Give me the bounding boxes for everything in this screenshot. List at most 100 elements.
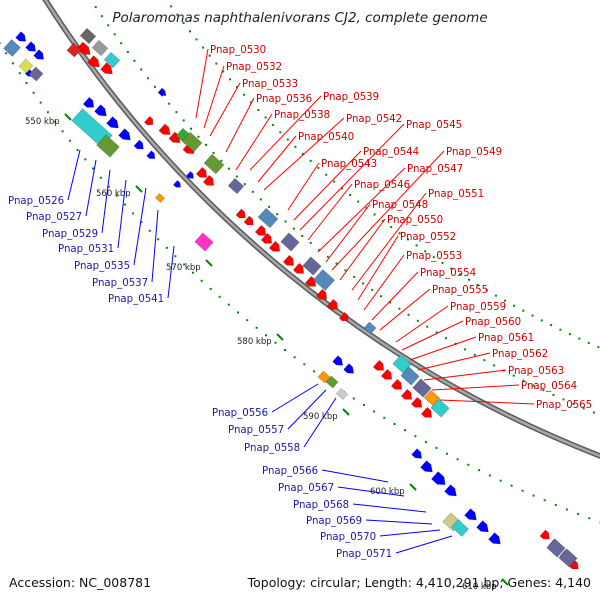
reverse-gene-label: Pnap_0557: [228, 425, 284, 436]
tick-dot: [99, 176, 102, 179]
forward-gene-arrow: [315, 288, 328, 300]
feature-box: [154, 193, 166, 203]
tick-dot: [531, 314, 534, 317]
tick-dot: [510, 484, 513, 487]
reverse-gene-arrow: [15, 31, 27, 42]
forward-gene-label: Pnap_0560: [465, 317, 521, 328]
forward-gene-label: Pnap_0565: [536, 400, 592, 411]
reverse-gene-arrow: [431, 471, 446, 485]
tick-dot: [191, 271, 194, 274]
feature-box: [194, 232, 214, 252]
tick-dot: [32, 91, 35, 94]
tick-dot: [309, 241, 312, 244]
tick-dot: [165, 246, 168, 249]
feature-box: [28, 66, 44, 82]
scale-tick: [135, 185, 143, 193]
reverse-gene-label: Pnap_0537: [92, 278, 148, 289]
reverse-gene-arrow: [332, 355, 344, 366]
tick-dot: [235, 175, 238, 178]
reverse-gene-label: Pnap_0569: [306, 516, 362, 527]
tick-dot: [435, 446, 438, 449]
forward-gene-arrow: [338, 311, 349, 322]
reverse-gene-label: Pnap_0527: [26, 212, 82, 223]
tick-dot: [521, 489, 524, 492]
forward-label-connector: [257, 135, 297, 183]
forward-gene-arrow: [158, 123, 171, 135]
tick-dot: [592, 411, 595, 414]
tick-dot: [559, 328, 562, 331]
scale-label: 590 kbp: [303, 412, 338, 422]
tick-dot: [488, 474, 491, 477]
genome-backbone-highlight: [44, 0, 600, 458]
reverse-label-connector: [395, 535, 453, 554]
reverse-gene-arrow: [185, 171, 194, 179]
tick-dot: [587, 341, 590, 344]
tick-dot: [243, 93, 246, 96]
tick-dot: [257, 109, 260, 111]
reverse-gene-label: Pnap_0556: [212, 408, 268, 419]
reverse-gene-arrow: [118, 128, 131, 141]
tick-dot: [228, 167, 230, 170]
tick-dot: [190, 127, 192, 130]
tick-dot: [435, 331, 438, 334]
forward-gene-label: Pnap_0559: [450, 302, 506, 313]
tick-dot: [313, 370, 316, 373]
tick-dot: [92, 167, 94, 170]
tick-dot: [499, 479, 502, 482]
forward-label-connector: [363, 254, 405, 311]
tick-dot: [578, 337, 581, 340]
tick-dot: [276, 213, 279, 216]
forward-label-connector: [395, 305, 449, 343]
tick-dot: [133, 59, 136, 62]
feature-box: [546, 538, 566, 558]
scale-label: 560 kbp: [96, 189, 131, 199]
forward-label-connector: [339, 218, 386, 281]
feature-box: [181, 131, 203, 153]
forward-gene-label: Pnap_0555: [432, 285, 488, 296]
reverse-gene-arrow: [94, 104, 107, 117]
reverse-gene-arrow: [411, 448, 423, 459]
forward-label-connector: [195, 48, 209, 119]
feature-box: [79, 27, 97, 45]
tick-dot: [205, 143, 207, 146]
forward-gene-arrow: [87, 55, 100, 68]
tick-dot: [398, 232, 401, 235]
forward-gene-label: Pnap_0564: [521, 381, 577, 392]
tick-dot: [582, 407, 585, 410]
tick-dot: [532, 384, 535, 387]
tick-dot: [309, 159, 312, 162]
tick-dot: [176, 13, 179, 16]
forward-gene-label: Pnap_0530: [210, 45, 266, 56]
tick-dot: [236, 86, 238, 89]
tick-dot: [485, 289, 488, 292]
tick-dot: [294, 145, 297, 148]
forward-label-connector: [439, 399, 535, 405]
tick-dot: [140, 68, 143, 71]
tick-dot: [218, 295, 221, 298]
feature-box: [103, 51, 121, 69]
forward-gene-label: Pnap_0539: [323, 92, 379, 103]
reverse-label-connector: [287, 389, 327, 430]
tick-dot: [229, 78, 232, 81]
tick-dot: [424, 441, 427, 444]
feature-box: [302, 256, 322, 276]
tick-dot: [182, 119, 185, 122]
reverse-gene-label: Pnap_0568: [293, 500, 349, 511]
tick-dot: [200, 279, 203, 282]
forward-gene-label: Pnap_0533: [242, 79, 298, 90]
tick-dot: [84, 158, 87, 161]
forward-gene-label: Pnap_0542: [346, 114, 402, 125]
forward-gene-arrow: [420, 406, 433, 418]
tick-dot: [174, 255, 177, 258]
tick-dot: [446, 452, 448, 455]
reverse-label-connector: [167, 245, 175, 299]
tick-dot: [113, 33, 116, 36]
reverse-label-connector: [321, 469, 389, 483]
scale-tick: [409, 483, 417, 491]
tick-dot: [383, 416, 386, 419]
tick-dot: [357, 200, 360, 203]
tick-dot: [274, 341, 277, 344]
forward-gene-label: Pnap_0545: [406, 120, 462, 131]
tick-dot: [554, 504, 557, 506]
tick-dot: [246, 319, 249, 322]
